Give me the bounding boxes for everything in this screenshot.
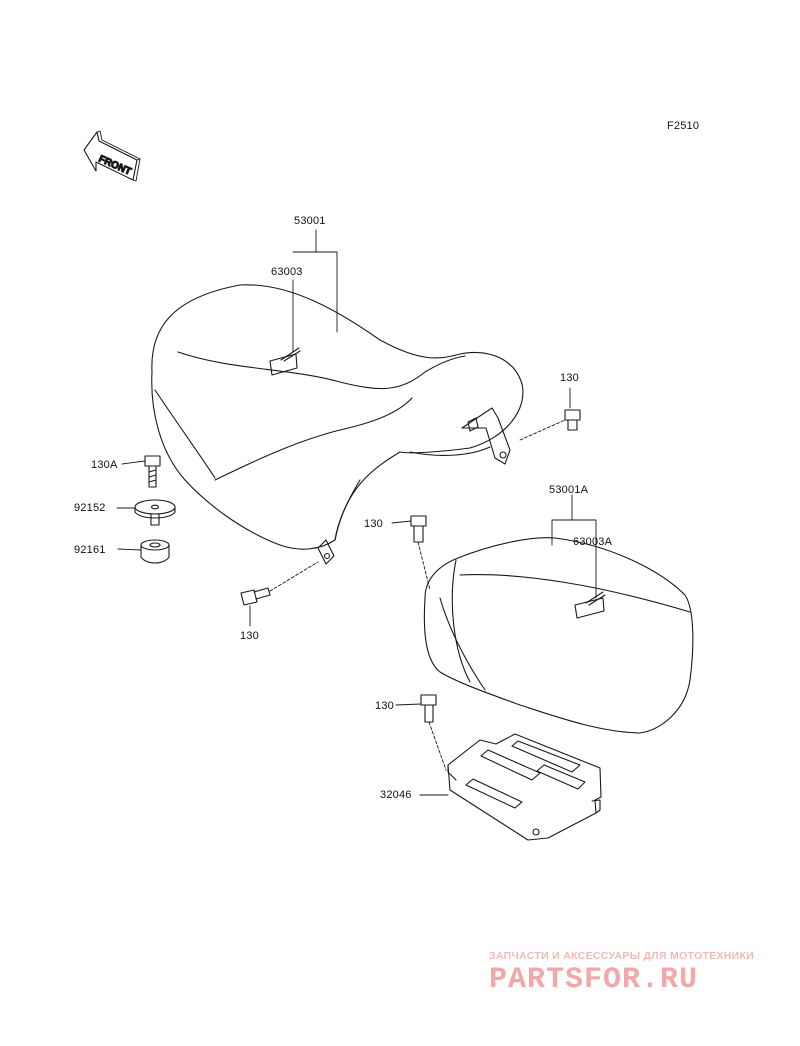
part-label-130-top-right: 130 [560,372,579,384]
figure-code: F2510 [667,120,700,132]
part-label-130-left-bottom: 130 [240,630,259,642]
part-label-53001: 53001 [294,215,326,227]
bolt-130-top-right-icon [564,409,581,431]
part-label-92152: 92152 [74,502,106,514]
bolt-130-left-bottom-icon [240,587,271,606]
front-arrow-icon: FRONT [83,130,141,182]
damper-92161-icon [140,539,170,564]
leader-lines [116,229,597,796]
seat-mounting-plate [447,733,602,841]
part-label-92161: 92161 [74,544,106,556]
part-label-32046: 32046 [380,789,412,801]
part-label-53001a: 53001A [549,484,589,496]
rear-seat [423,537,694,734]
part-label-130-rear-seat: 130 [364,518,383,530]
watermark-tagline: ЗАПЧАСТИ И АКСЕССУАРЫ ДЛЯ МОТОТЕХНИКИ [489,950,755,962]
watermark-logo: PARTSFOR.RU [489,963,699,997]
washer-92152-icon [134,499,176,526]
front-arrow-text: FRONT [97,154,133,178]
part-label-130-plate: 130 [375,700,394,712]
bolt-130-plate-icon [420,694,437,723]
bolt-130-rear-seat-icon [410,515,427,543]
front-seat [151,284,524,565]
bolt-130a-icon [144,455,161,488]
part-label-130a: 130A [91,459,118,471]
part-label-63003: 63003 [271,266,303,278]
part-label-63003a: 63003A [573,536,613,548]
